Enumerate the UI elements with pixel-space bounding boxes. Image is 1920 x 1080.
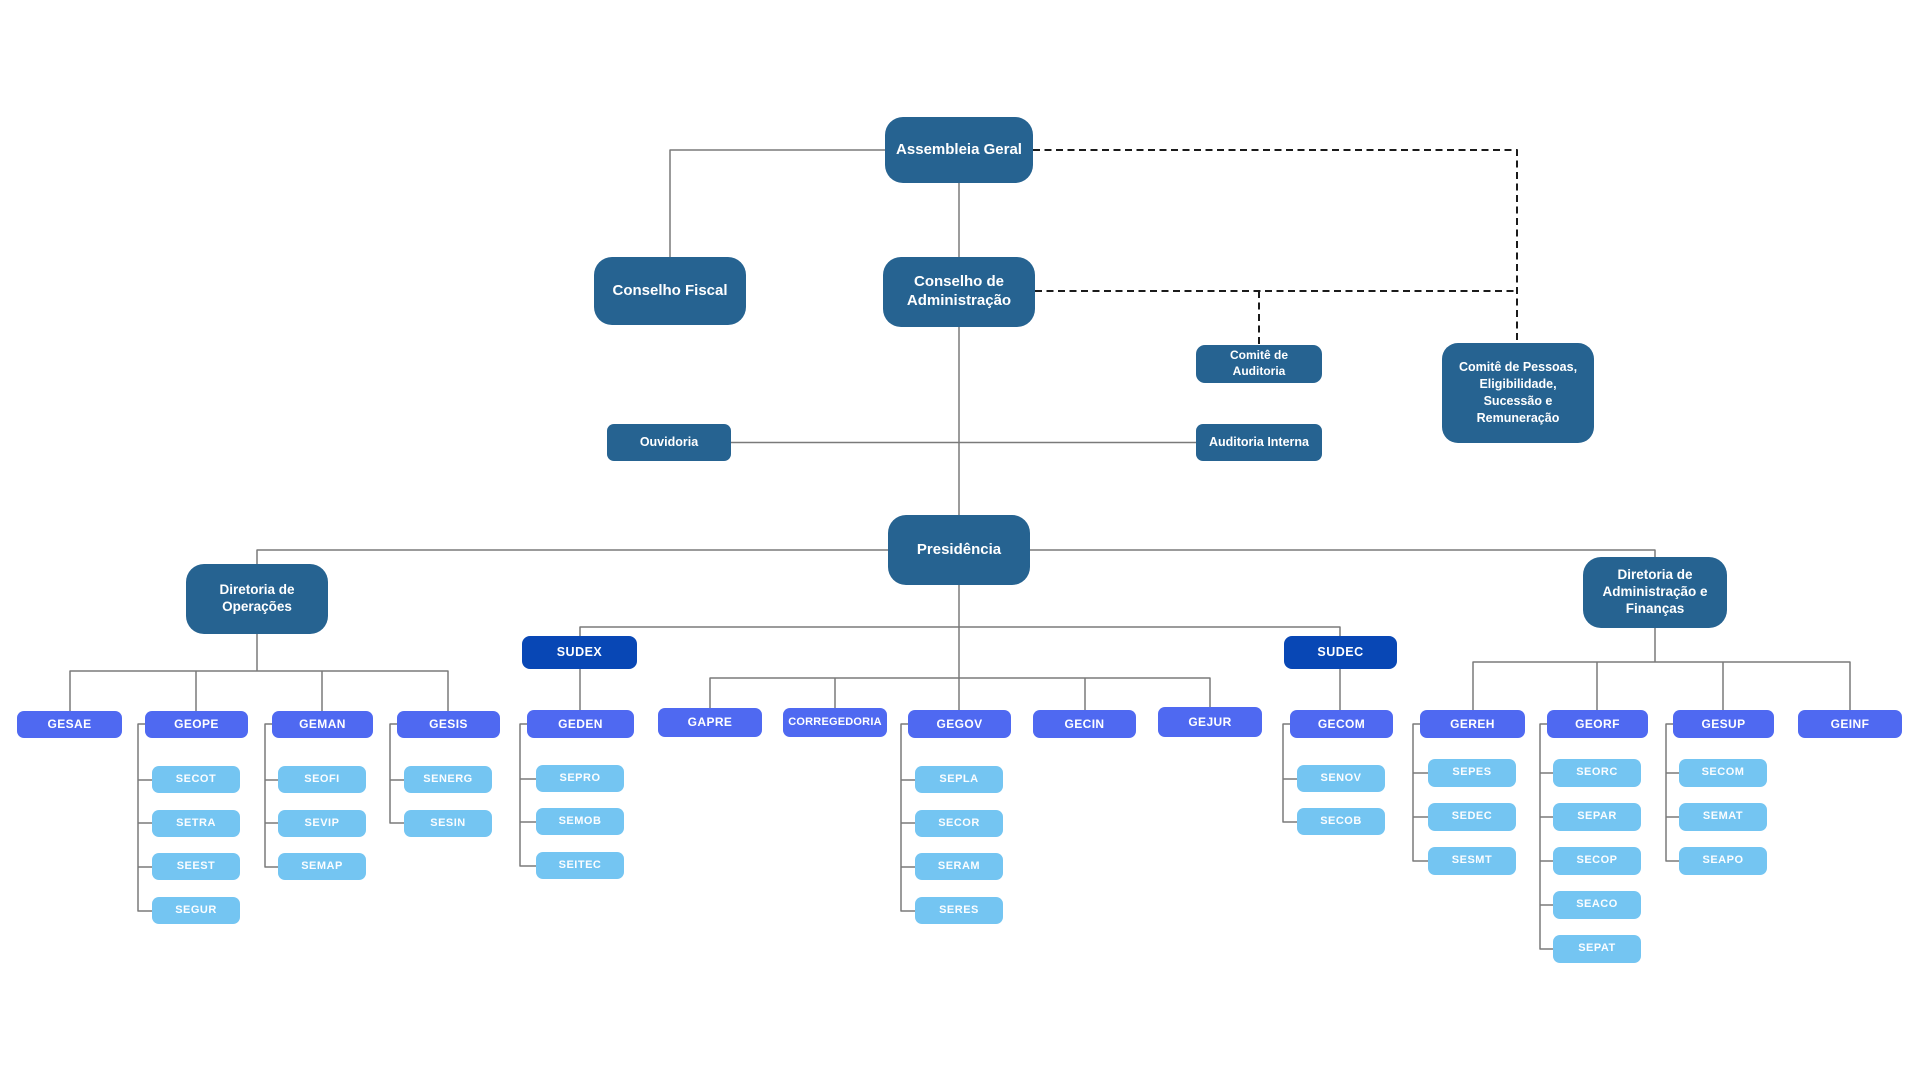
connector-geman-children bbox=[264, 723, 278, 868]
org-node-sedec: SEDEC bbox=[1428, 803, 1516, 831]
org-node-seest: SEEST bbox=[152, 853, 240, 880]
org-node-geope: GEOPE bbox=[145, 711, 248, 738]
org-node-seofi: SEOFI bbox=[278, 766, 366, 793]
org-node-conselho-administracao: Conselho de Administração bbox=[883, 257, 1035, 327]
solid-connectors bbox=[69, 149, 1851, 950]
org-node-separ: SEPAR bbox=[1553, 803, 1641, 831]
org-node-diretoria-operacoes: Diretoria de Operações bbox=[186, 564, 328, 634]
org-node-semat: SEMAT bbox=[1679, 803, 1767, 831]
connector-presidencia-dir-admfin bbox=[1030, 549, 1656, 557]
org-node-segur: SEGUR bbox=[152, 897, 240, 924]
org-node-gegov: GEGOV bbox=[908, 710, 1011, 738]
connector-gereh-children bbox=[1412, 723, 1428, 862]
org-node-secop: SECOP bbox=[1553, 847, 1641, 875]
org-node-sesmt: SESMT bbox=[1428, 847, 1516, 875]
connector-dir-admfin-rail bbox=[1472, 628, 1851, 710]
org-node-presidencia: Presidência bbox=[888, 515, 1030, 585]
org-node-seaco: SEACO bbox=[1553, 891, 1641, 919]
connector-geope-children bbox=[137, 723, 152, 912]
connector-geden-children bbox=[519, 723, 536, 867]
org-node-senov: SENOV bbox=[1297, 765, 1385, 792]
org-node-gesis: GESIS bbox=[397, 711, 500, 738]
org-node-comite-auditoria: Comitê de Auditoria bbox=[1196, 345, 1322, 383]
org-node-geinf: GEINF bbox=[1798, 710, 1902, 738]
org-node-secom: SECOM bbox=[1679, 759, 1767, 787]
org-node-gecom: GECOM bbox=[1290, 710, 1393, 738]
connector-gecom-children bbox=[1282, 723, 1297, 823]
org-node-semap: SEMAP bbox=[278, 853, 366, 880]
org-node-sepes: SEPES bbox=[1428, 759, 1516, 787]
connector-gegov-children bbox=[900, 723, 915, 912]
org-node-auditoria-interna: Auditoria Interna bbox=[1196, 424, 1322, 461]
org-node-geman: GEMAN bbox=[272, 711, 373, 738]
org-node-gereh: GEREH bbox=[1420, 710, 1525, 738]
org-node-seapo: SEAPO bbox=[1679, 847, 1767, 875]
org-node-diretoria-adm-financas: Diretoria de Administração e Finanças bbox=[1583, 557, 1727, 628]
org-node-sepla: SEPLA bbox=[915, 766, 1003, 793]
org-node-setra: SETRA bbox=[152, 810, 240, 837]
org-node-gejur: GEJUR bbox=[1158, 707, 1262, 737]
connector-dir-operacoes-rail bbox=[69, 634, 449, 711]
org-node-gesup: GESUP bbox=[1673, 710, 1774, 738]
org-node-sepat: SEPAT bbox=[1553, 935, 1641, 963]
connector-gesup-children bbox=[1665, 723, 1679, 862]
org-node-corregedoria: CORREGEDORIA bbox=[783, 708, 887, 737]
org-node-gapre: GAPRE bbox=[658, 708, 762, 737]
org-node-senerg: SENERG bbox=[404, 766, 492, 793]
connector-sudex-sudec-rail bbox=[579, 626, 1341, 636]
org-node-sudex: SUDEX bbox=[522, 636, 637, 669]
org-node-assembleia-geral: Assembleia Geral bbox=[885, 117, 1033, 183]
org-node-sudec: SUDEC bbox=[1284, 636, 1397, 669]
org-node-secot: SECOT bbox=[152, 766, 240, 793]
connector-georf-children bbox=[1539, 723, 1553, 950]
org-node-sepro: SEPRO bbox=[536, 765, 624, 792]
connector-gapre-gejur-rail bbox=[709, 677, 1211, 710]
org-node-gesae: GESAE bbox=[17, 711, 122, 738]
org-node-ouvidoria: Ouvidoria bbox=[607, 424, 731, 461]
org-node-gecin: GECIN bbox=[1033, 710, 1136, 738]
org-node-seitec: SEITEC bbox=[536, 852, 624, 879]
org-node-conselho-fiscal: Conselho Fiscal bbox=[594, 257, 746, 325]
org-node-secob: SECOB bbox=[1297, 808, 1385, 835]
org-node-georf: GEORF bbox=[1547, 710, 1648, 738]
connector-assembleia-fiscal bbox=[669, 149, 885, 257]
org-node-seram: SERAM bbox=[915, 853, 1003, 880]
org-node-sevip: SEVIP bbox=[278, 810, 366, 837]
org-node-comite-pessoas: Comitê de Pessoas, Eligibilidade, Sucess… bbox=[1442, 343, 1594, 443]
connector-presidencia-dir-operacoes bbox=[256, 549, 888, 564]
org-node-seorc: SEORC bbox=[1553, 759, 1641, 787]
connector-gesis-children bbox=[389, 723, 404, 824]
org-node-secor: SECOR bbox=[915, 810, 1003, 837]
org-node-semob: SEMOB bbox=[536, 808, 624, 835]
org-node-sesin: SESIN bbox=[404, 810, 492, 837]
org-node-seres: SERES bbox=[915, 897, 1003, 924]
dashed-connectors bbox=[1033, 149, 1518, 345]
org-node-geden: GEDEN bbox=[527, 710, 634, 738]
connector-dashed-assembleia-comite-pessoas bbox=[1033, 149, 1518, 343]
